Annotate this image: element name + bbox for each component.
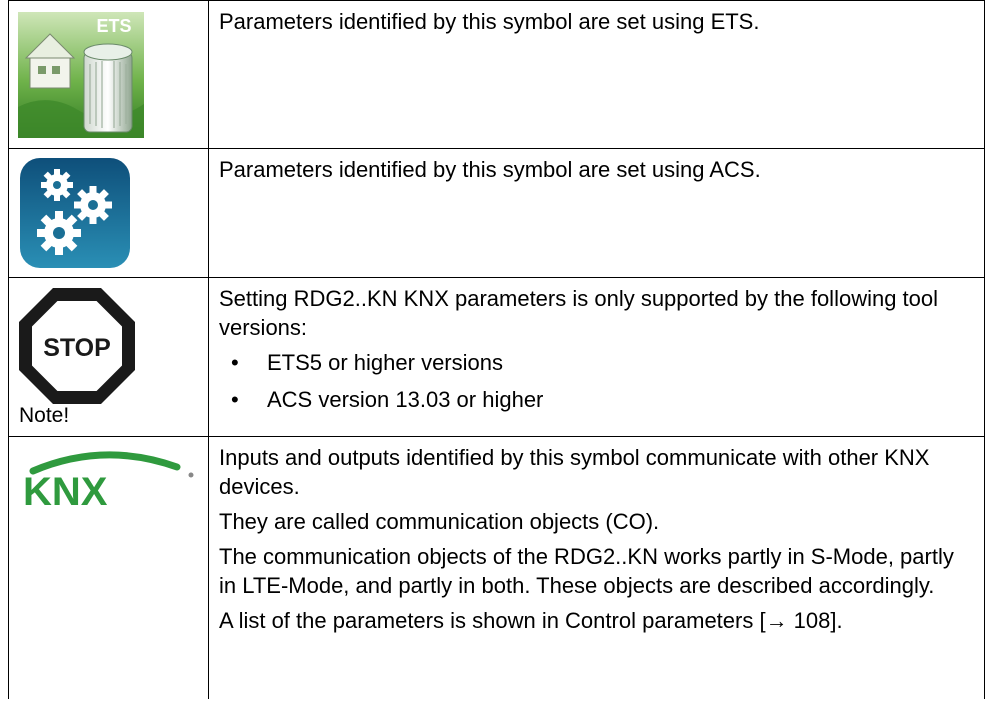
row-text: Inputs and outputs identified by this sy… bbox=[219, 445, 930, 499]
text-cell: Parameters identified by this symbol are… bbox=[209, 149, 984, 277]
svg-text:ETS: ETS bbox=[96, 16, 131, 36]
list-item: ACS version 13.03 or higher bbox=[219, 385, 974, 414]
icon-cell: ETS bbox=[9, 1, 209, 148]
knx-logo-icon: KNX bbox=[23, 451, 194, 509]
table-row-knx: KNX Inputs and outputs identified by thi… bbox=[8, 437, 985, 699]
info-table: ETS Parameters identified by this symbol… bbox=[8, 0, 985, 699]
row-text: Parameters identified by this symbol are… bbox=[219, 9, 760, 34]
icon-cell: STOP Note! bbox=[9, 278, 209, 436]
row-text: They are called communication objects (C… bbox=[219, 509, 660, 534]
text-cell: Inputs and outputs identified by this sy… bbox=[209, 437, 984, 699]
text-cell: Setting RDG2..KN KNX parameters is only … bbox=[209, 278, 984, 436]
gears-icon bbox=[20, 158, 130, 268]
bullet-list: ETS5 or higher versions ACS version 13.0… bbox=[219, 348, 974, 414]
stop-sign-icon: STOP bbox=[19, 288, 135, 404]
icon-cell: KNX bbox=[9, 437, 209, 699]
ets-icon: ETS bbox=[18, 12, 144, 138]
row-text: A list of the parameters is shown in Con… bbox=[219, 608, 843, 633]
table-row-ets: ETS Parameters identified by this symbol… bbox=[8, 0, 985, 149]
svg-text:KNX: KNX bbox=[23, 470, 108, 509]
row-text: The communication objects of the RDG2..K… bbox=[219, 544, 954, 598]
text-cell: Parameters identified by this symbol are… bbox=[209, 1, 984, 148]
svg-text:STOP: STOP bbox=[43, 334, 111, 362]
row-text: Setting RDG2..KN KNX parameters is only … bbox=[219, 286, 939, 340]
table-row-acs: Parameters identified by this symbol are… bbox=[8, 149, 985, 278]
note-label: Note! bbox=[19, 404, 70, 427]
row-text: Parameters identified by this symbol are… bbox=[219, 157, 761, 182]
icon-cell bbox=[9, 149, 209, 277]
list-item: ETS5 or higher versions bbox=[219, 348, 974, 377]
table-row-note: STOP Note! Setting RDG2..KN KNX paramete… bbox=[8, 278, 985, 437]
